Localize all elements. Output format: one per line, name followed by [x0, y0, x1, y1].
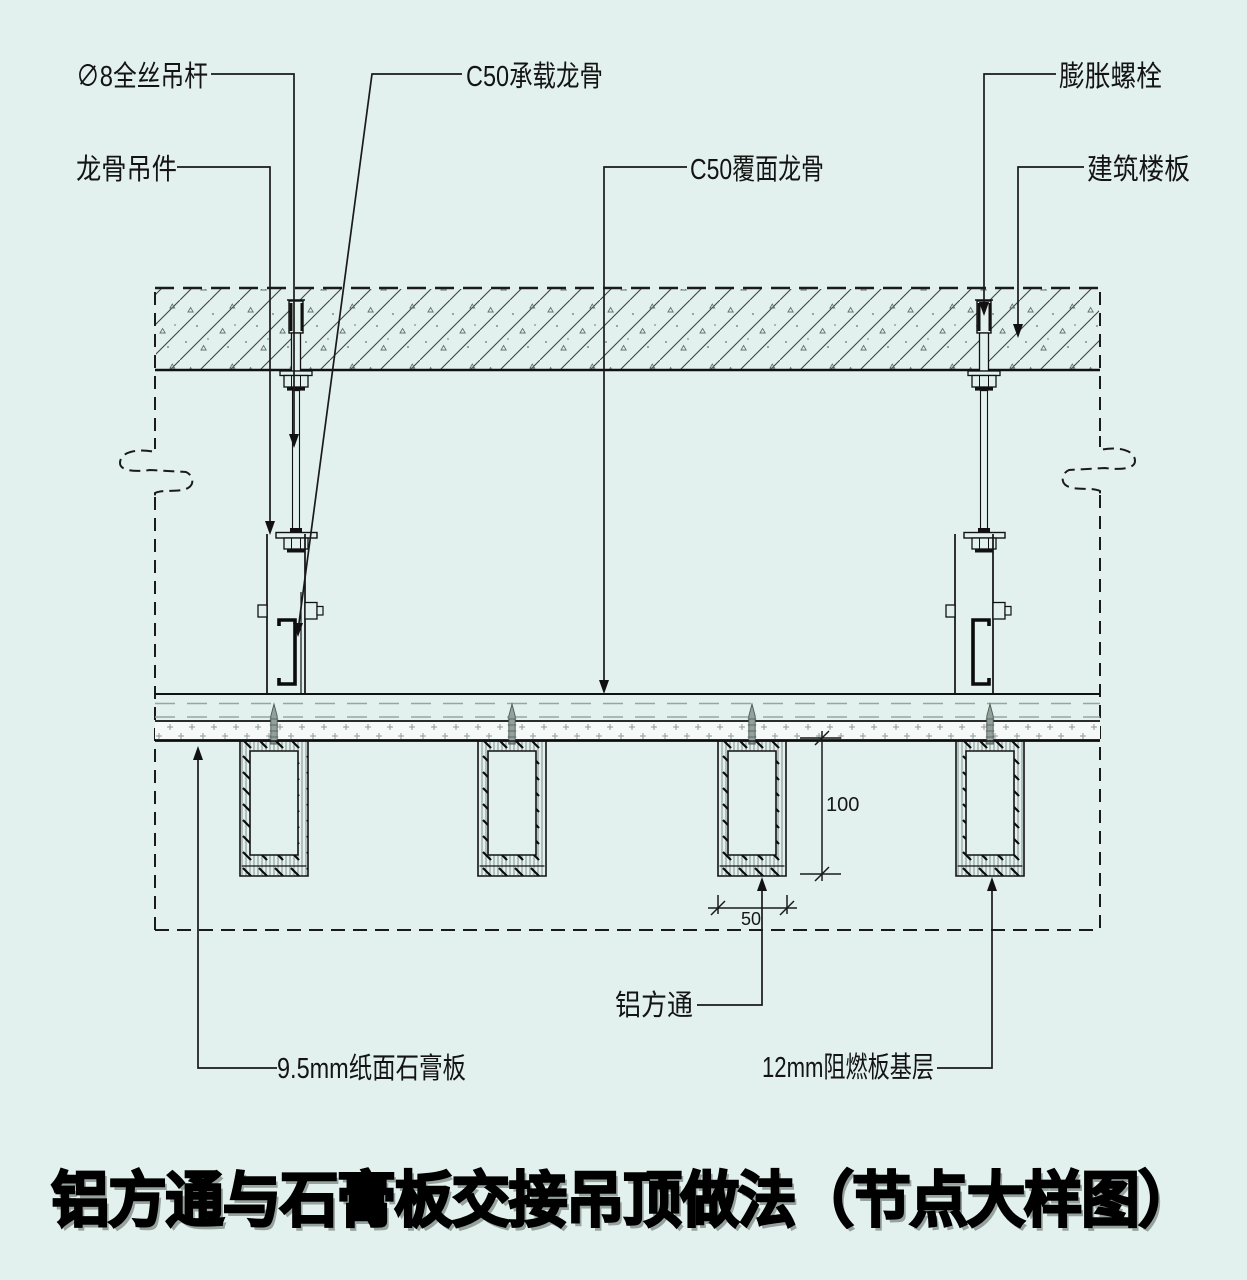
- carrier-keel-section: [277, 618, 297, 686]
- label-floor-slab: 建筑楼板: [1087, 153, 1190, 186]
- aluminum-tube: [239, 740, 309, 877]
- label-expansion-bolt: 膨胀螺栓: [1059, 60, 1162, 93]
- floor-slab-section: [155, 286, 1100, 372]
- aluminum-tube: [477, 740, 547, 877]
- hanger-assembly-right: [945, 299, 1012, 695]
- aluminum-tubes: [239, 740, 1025, 877]
- drawing-title: 铝方通与石膏板交接吊顶做法（节点大样图）: [50, 1166, 1198, 1236]
- label-fire-board: 12mm阻燃板基层: [762, 1051, 934, 1084]
- label-gypsum-board: 9.5mm纸面石膏板: [277, 1052, 466, 1085]
- label-hanger-rod: ∅8全丝吊杆: [76, 60, 208, 93]
- dimension-50: 50: [708, 895, 797, 929]
- ceiling-detail-drawing: 100 50 ∅8全丝吊杆 龙骨吊件 C50承载龙骨 C50覆面龙骨 膨胀螺栓 …: [76, 60, 1190, 1085]
- aluminum-tube: [955, 740, 1025, 877]
- dimension-100: 100: [800, 730, 859, 882]
- carrier-keel-section: [971, 618, 991, 686]
- label-cover-keel: C50覆面龙骨: [690, 153, 824, 186]
- label-keel-hanger: 龙骨吊件: [76, 153, 177, 186]
- break-mark-left: [118, 438, 194, 497]
- dim-tube-width: 50: [741, 909, 761, 929]
- label-carrier-keel: C50承载龙骨: [466, 60, 603, 93]
- label-aluminum-tube: 铝方通: [615, 989, 693, 1022]
- leader-lines: [177, 73, 1084, 1069]
- break-mark-right: [1061, 436, 1137, 495]
- dim-tube-height: 100: [826, 794, 859, 816]
- detail-border: [118, 292, 1137, 931]
- aluminum-tube: [717, 740, 787, 877]
- leader-arrowheads: [193, 302, 1023, 891]
- ceiling-layers: [155, 693, 1100, 742]
